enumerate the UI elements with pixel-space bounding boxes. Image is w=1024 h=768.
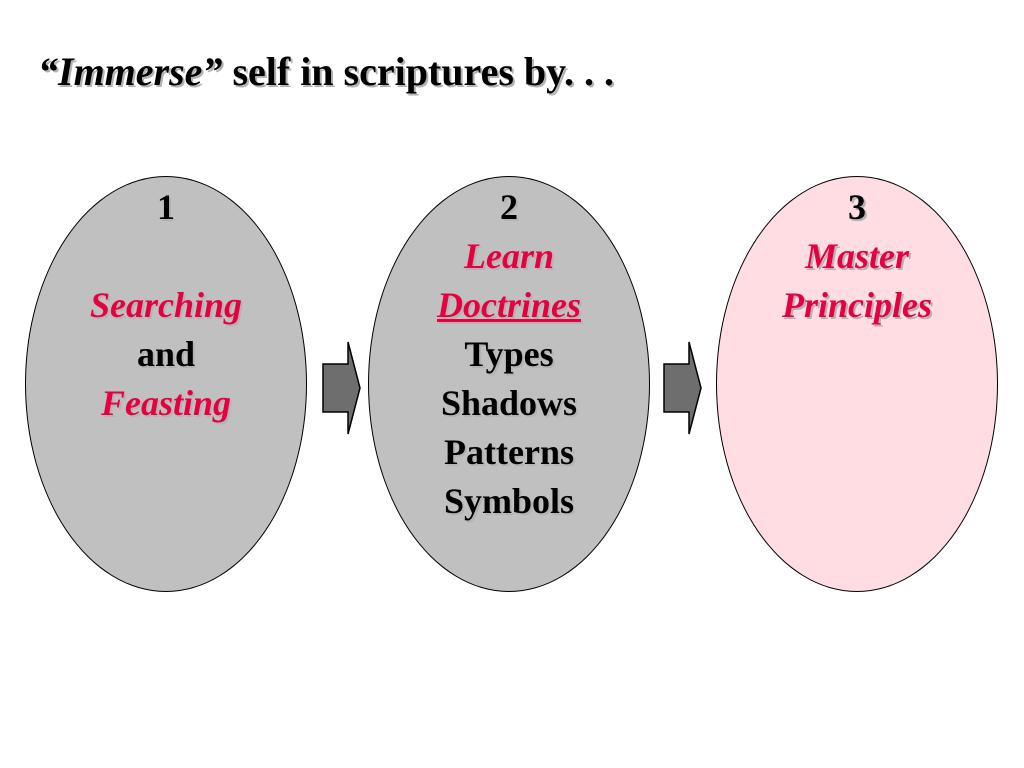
step-2-learn: Learn — [464, 236, 554, 276]
step-3-number: 3 — [848, 187, 866, 227]
title-italic: “Immerse” — [38, 49, 223, 94]
step-1-and: and — [136, 334, 196, 374]
step-1-searching: Searching — [89, 285, 243, 325]
step-1-spacer — [26, 232, 306, 281]
step-1-content: 1 Searching and Feasting — [26, 177, 306, 428]
right-arrow-icon — [322, 341, 361, 435]
title-rest: self in scriptures by. . . — [222, 49, 614, 94]
step-oval-1: 1 Searching and Feasting — [25, 176, 307, 592]
step-2-item-patterns: Patterns — [444, 432, 574, 472]
right-arrow-icon — [663, 341, 702, 435]
step-2-item-shadows: Shadows — [440, 383, 578, 423]
step-2-item-symbols: Symbols — [443, 481, 575, 521]
step-2-content: 2 Learn Doctrines Types Shadows Patterns… — [369, 177, 649, 526]
step-3-master: Master — [804, 236, 909, 276]
step-2-item-types: Types — [464, 334, 554, 374]
step-oval-2: 2 Learn Doctrines Types Shadows Patterns… — [368, 176, 650, 592]
step-1-number: 1 — [157, 187, 175, 227]
step-oval-3: 3 Master Principles — [716, 176, 998, 592]
step-3-content: 3 Master Principles — [717, 177, 997, 330]
step-3-principles: Principles — [782, 285, 932, 325]
slide-title: “Immerse” self in scriptures by. . . — [38, 44, 614, 100]
step-2-doctrines: Doctrines — [437, 285, 581, 325]
step-1-feasting: Feasting — [100, 383, 232, 423]
step-2-number: 2 — [500, 187, 518, 227]
